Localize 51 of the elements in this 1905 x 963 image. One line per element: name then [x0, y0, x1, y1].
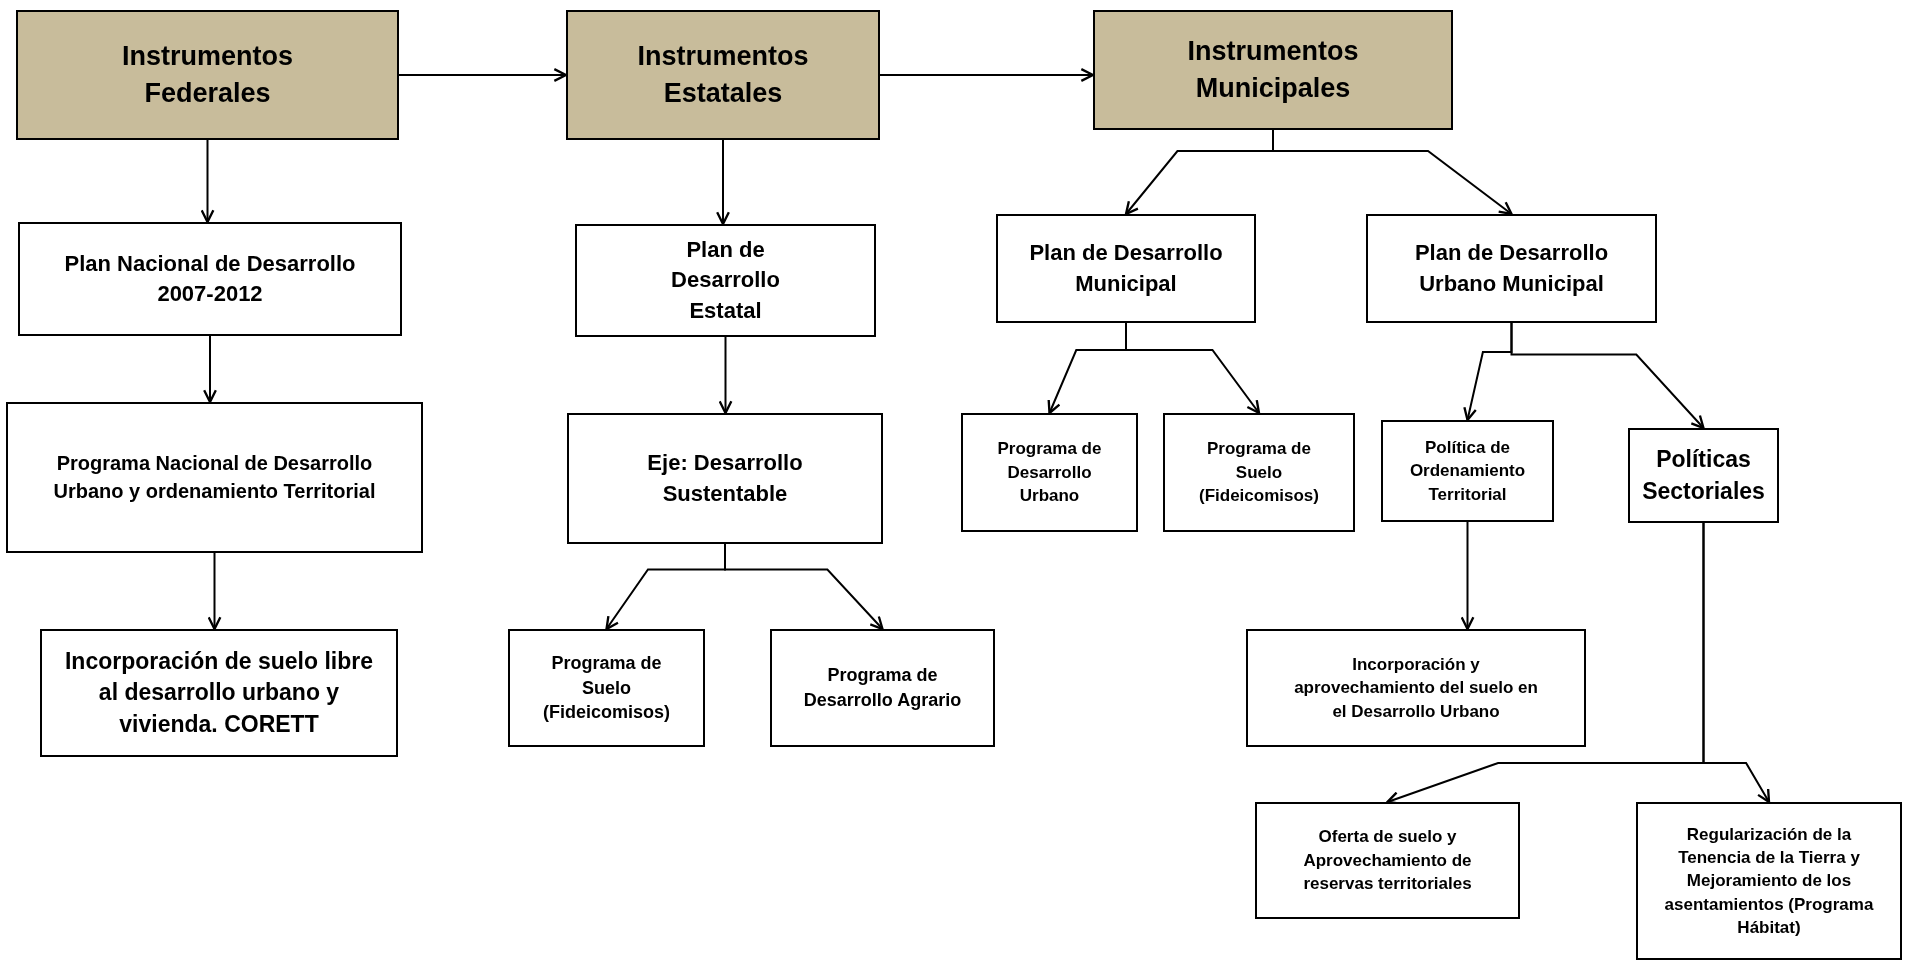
box-label: Instrumentos Municipales: [1186, 34, 1360, 105]
box-label: Programa de Desarrollo Agrario: [802, 664, 963, 712]
box-label: Plan de Desarrollo Municipal: [1028, 239, 1224, 298]
box-label: Eje: Desarrollo Sustentable: [646, 449, 804, 508]
process-box: [1255, 802, 1520, 919]
box-label: Programa de Desarrollo Urbano: [996, 438, 1103, 508]
arrow: [1272, 129, 1513, 216]
arrow: [203, 335, 217, 404]
arrow: [1510, 322, 1705, 430]
process-box: [1246, 629, 1586, 747]
process-box: [1636, 802, 1902, 960]
process-box: [996, 214, 1256, 323]
box-label: Programa de Suelo (Fideicomisos): [542, 651, 671, 725]
box-label: Oferta de suelo y Aprovechamiento de reservas territoriales: [1302, 826, 1473, 896]
process-box: [1381, 420, 1554, 522]
process-box: [770, 629, 995, 747]
arrow: [716, 139, 730, 226]
process-box: [40, 629, 398, 757]
process-box: [508, 629, 705, 747]
box-label: Instrumentos Estatales: [636, 39, 810, 110]
arrow: [879, 68, 1095, 82]
box-label: Programa Nacional de Desarrollo Urbano y ordenamiento Territorial: [52, 451, 377, 504]
box-label: Instrumentos Federales: [121, 39, 294, 110]
box-label: Plan de Desarrollo Urbano Municipal: [1413, 239, 1610, 298]
box-label: Incorporación de suelo libre al desarrollo urbano y vivienda. CORETT: [64, 646, 374, 739]
box-label: Incorporación y aprovechamiento del suelo en el Desarrollo Urbano: [1293, 653, 1539, 723]
process-box: [575, 224, 876, 337]
process-box: [18, 222, 402, 336]
arrow: [207, 552, 222, 631]
arrow: [718, 336, 733, 415]
process-box: [567, 413, 883, 544]
box-label: Políticas Sectoriales: [1642, 444, 1765, 506]
arrow: [200, 139, 215, 224]
header-box: [1093, 10, 1453, 130]
header-box: [566, 10, 880, 140]
process-box: [1366, 214, 1657, 323]
box-label: Plan de Desarrollo Estatal: [670, 236, 781, 325]
header-box: [16, 10, 399, 140]
process-box: [1163, 413, 1355, 532]
arrow: [398, 68, 568, 82]
process-box: [1628, 428, 1779, 523]
box-label: Programa de Suelo (Fideicomisos): [1198, 438, 1320, 508]
arrow: [724, 543, 884, 631]
arrow: [1702, 522, 1771, 804]
box-label: Plan Nacional de Desarrollo 2007-2012: [63, 249, 357, 308]
process-box: [6, 402, 423, 553]
box-label: Política de Ordenamiento Territorial: [1408, 436, 1527, 506]
arrow: [1460, 521, 1475, 631]
box-label: Regularización de la Tenencia de la Tierra y Mejoramiento de los asentamientos (Programa Hábitat): [1663, 823, 1875, 940]
process-box: [961, 413, 1138, 532]
arrow: [1125, 322, 1261, 415]
